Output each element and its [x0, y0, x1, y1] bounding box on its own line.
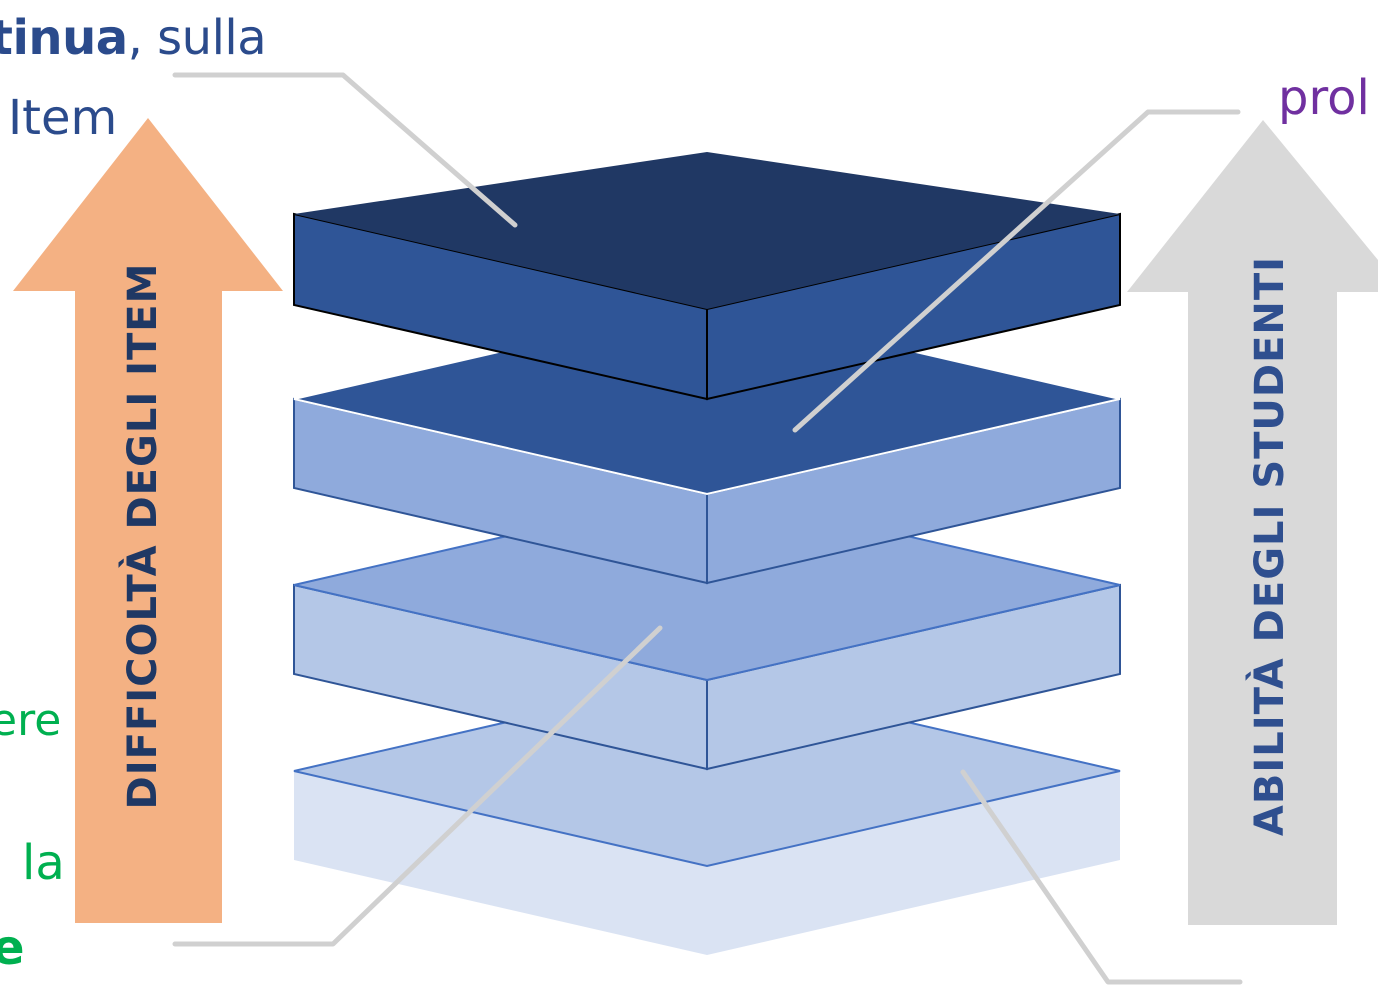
- callout-line-top-left: [172, 72, 518, 228]
- layer-1-top-face: [294, 152, 1120, 309]
- layer-4-right-side: [707, 771, 1120, 955]
- callout-text-top-left-line2: Item: [8, 90, 118, 146]
- difficulty-arrow-label: DIFFICOLTÀ DEGLI ITEM: [120, 262, 166, 810]
- callout-text-top-left-line1: tinua, sulla: [0, 10, 267, 66]
- callout-text-left-mid: ere: [0, 695, 62, 746]
- callout-text-left-bottom: e: [0, 920, 25, 976]
- callout-text-top-left-bold: tinua: [0, 10, 128, 66]
- ability-arrow: [1127, 120, 1378, 925]
- layer-4: [293, 674, 1121, 955]
- callout-text-top-right: prol: [1278, 70, 1370, 126]
- ability-arrow-label: ABILITÀ DEGLI STUDENTI: [1247, 255, 1293, 837]
- callout-text-left-low: la: [22, 835, 65, 891]
- callout-text-top-left-rest: , sulla: [127, 10, 267, 66]
- difficulty-arrow: [13, 118, 283, 923]
- callout-line-bottom-left: [172, 625, 663, 947]
- callout-line-bottom-right: [960, 769, 1243, 985]
- callout-line-top-right: [792, 109, 1241, 433]
- layer-1: [293, 152, 1121, 401]
- layer-4-left-side: [294, 771, 707, 955]
